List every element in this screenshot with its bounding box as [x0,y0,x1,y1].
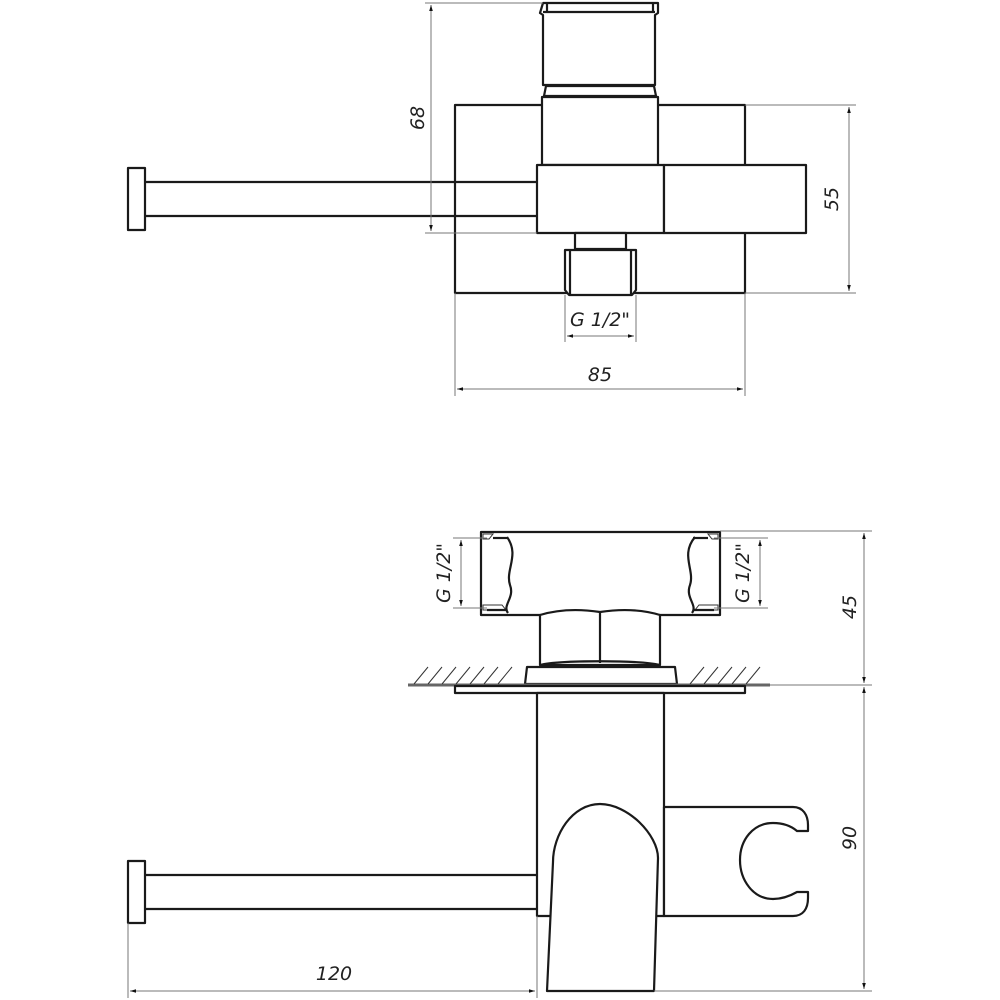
dim-45-label: 45 [839,595,861,619]
cartridge-cap [538,1,660,87]
thread-right-label: G 1/2" [732,543,754,603]
side-view: G 1/2" G 1/2" 45 90 120 [126,530,872,998]
dim-68-label: 68 [407,106,429,130]
thread-left-label: G 1/2" [433,543,455,603]
mixer-body [535,163,666,235]
lever-side [545,802,660,993]
outlet-nipple [573,231,628,251]
dim-90-label: 90 [839,826,861,850]
outlet-nut [563,248,638,297]
dim-120-label: 120 [316,963,352,985]
lever [662,163,808,235]
spout-end-cap [126,166,147,232]
dim-85-label: 85 [588,364,612,386]
top-view: 68 55 85 G 1/2" [126,1,856,396]
cartridge-body [540,95,660,167]
spout-end-cap-side [126,859,147,925]
escutcheon [523,665,679,686]
inlet-body [479,530,722,617]
dim-55-label: 55 [821,187,843,211]
thread-outlet-label: G 1/2" [570,309,630,331]
shower-holder [662,805,810,918]
